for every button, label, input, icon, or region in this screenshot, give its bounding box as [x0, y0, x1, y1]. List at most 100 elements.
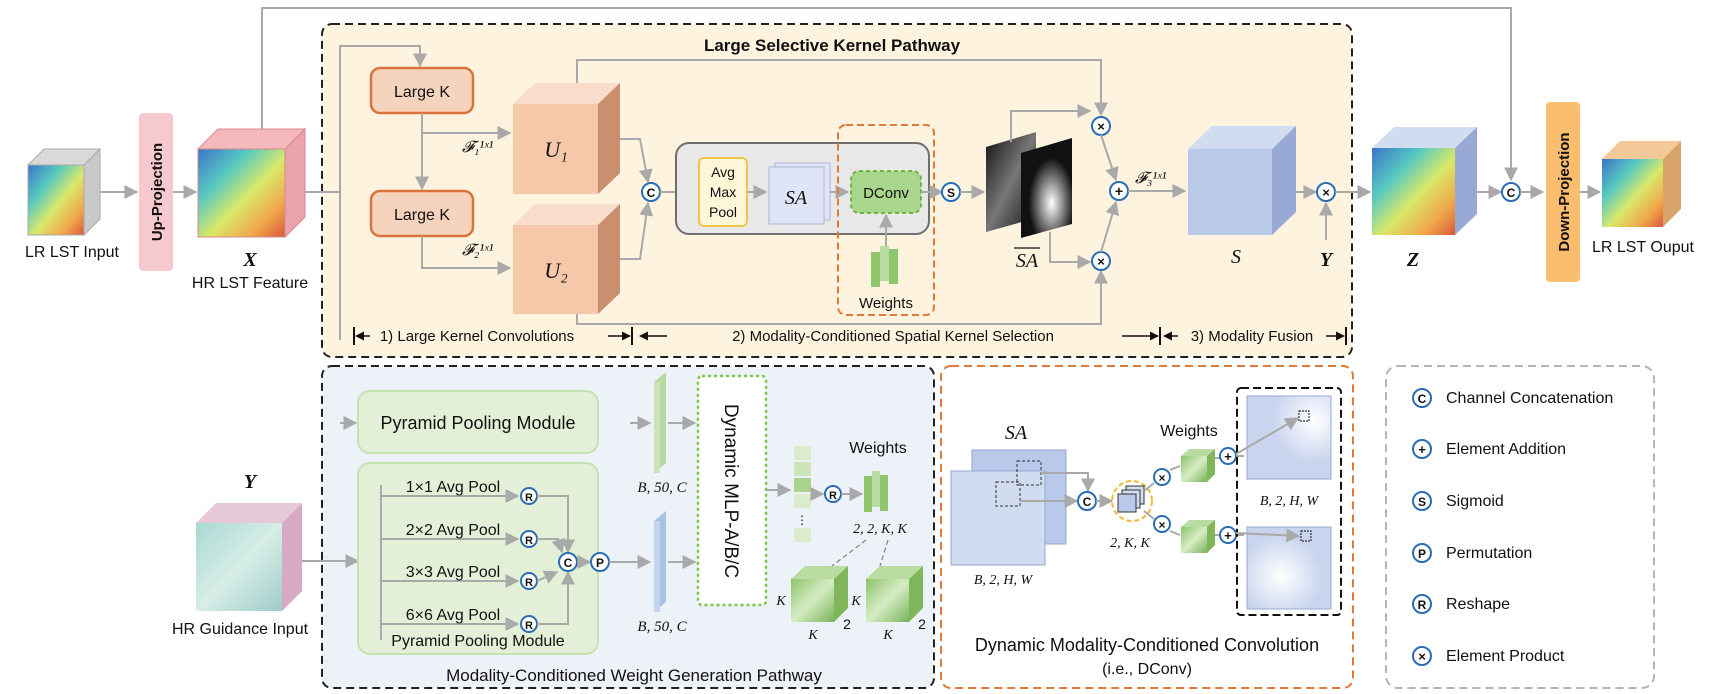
y-label-bottom: Y	[244, 471, 258, 493]
svg-text:⋮: ⋮	[796, 513, 808, 527]
section-1-label: 1) Large Kernel Convolutions	[380, 328, 574, 345]
k1-label: K	[775, 594, 786, 609]
legend-item-permutation: P Permutation	[1412, 543, 1532, 563]
product-op-bottom: ×	[1091, 251, 1111, 271]
u2-cube	[513, 204, 620, 314]
weights-icon-top	[871, 246, 898, 287]
section-2-label: 2) Modality-Conditioned Spatial Kernel S…	[732, 328, 1054, 345]
svg-text:C: C	[647, 186, 656, 200]
legend-label-concat: Channel Concatenation	[1446, 390, 1613, 407]
dconv-sa-label: SA	[1005, 422, 1028, 444]
s-cube	[1188, 126, 1296, 235]
legend-item-addition: + Element Addition	[1412, 439, 1566, 459]
svg-text:S: S	[947, 186, 955, 200]
legend-item-reshape: R Reshape	[1412, 594, 1510, 614]
zoom-line-1	[831, 539, 867, 567]
dconv-product-op-2: ×	[1153, 515, 1171, 533]
pool-row-4: 6×6 Avg Pool	[406, 607, 500, 624]
dim-top-label: B, 50, C	[637, 480, 687, 496]
large-k-1-label: Large K	[394, 84, 450, 101]
svg-text:R: R	[525, 577, 533, 589]
svg-text:+: +	[1224, 528, 1232, 543]
dconv-kernel-stack	[1117, 485, 1145, 513]
dconv-add-op-1: +	[1219, 447, 1237, 465]
concat-op-bottom: C	[558, 552, 578, 572]
weights-label-bottom: Weights	[849, 440, 907, 457]
svg-text:+: +	[1224, 449, 1232, 464]
pool-row-2: 2×2 Avg Pool	[406, 522, 500, 539]
section-markers	[353, 327, 1347, 345]
permute-op: P	[590, 552, 610, 572]
ppm-bottom-label: Pyramid Pooling Module	[391, 633, 565, 650]
dconv-kernel-highlight	[1111, 480, 1153, 522]
up-projection-bar	[139, 113, 173, 271]
dconv-add-op-2: +	[1219, 526, 1237, 544]
section-3-label: 3) Modality Fusion	[1191, 328, 1314, 345]
u1-cube	[513, 83, 620, 194]
weights-icon-bottom	[864, 471, 888, 512]
ppm-top-label: Pyramid Pooling Module	[380, 413, 575, 433]
dconv-dim-sa: B, 2, H, W	[974, 573, 1034, 588]
concat-op-right: C	[1501, 182, 1521, 202]
up-projection-label: Up-Projection	[149, 143, 166, 241]
sa-label: SA	[785, 187, 808, 209]
mlp-output-stack: ⋮	[794, 446, 811, 542]
dconv-panel-title-1: Dynamic Modality-Conditioned Convolution	[975, 635, 1319, 655]
legend-item-product: × Element Product	[1412, 646, 1565, 666]
zoom-line-2	[879, 539, 889, 567]
kernel-cube-1	[791, 566, 848, 622]
f3-label: 𝓕₃¹ˣ¹	[1135, 170, 1167, 187]
sa-tilde-maps	[986, 132, 1072, 238]
dconv-weight-cube-2	[1181, 520, 1215, 553]
dconv-output-map-1	[1246, 395, 1332, 480]
svg-text:P: P	[596, 556, 604, 570]
legend-label-permutation: Permutation	[1446, 545, 1532, 562]
svg-text:+: +	[1115, 183, 1123, 199]
svg-text:×: ×	[1158, 471, 1165, 485]
legend-label-sigmoid: Sigmoid	[1446, 493, 1504, 510]
legend-label-product: Element Product	[1446, 648, 1565, 665]
pool-label-1: Avg	[711, 164, 735, 180]
sa-block	[768, 162, 831, 225]
legend-symbol-product: ×	[1418, 649, 1426, 664]
svg-text:R: R	[525, 620, 533, 632]
pool-label-3: Pool	[709, 204, 737, 220]
dconv-highlight	[837, 124, 935, 316]
z-cube	[1372, 127, 1477, 235]
svg-text:×: ×	[1158, 518, 1165, 532]
pool-label-2: Max	[710, 184, 736, 200]
product-op-right: ×	[1316, 182, 1336, 202]
s-label: S	[1231, 246, 1241, 268]
u1-label: U₁	[544, 137, 568, 162]
legend-symbol-sigmoid: S	[1418, 495, 1426, 509]
svg-text:×: ×	[1097, 119, 1105, 134]
mlp-label: Dynamic MLP-A/B/C	[720, 404, 741, 578]
ppm-top-box	[357, 390, 599, 454]
kernel-cube-2	[866, 566, 923, 622]
two2-label: 2	[918, 616, 926, 632]
dconv-concat-op: C	[1077, 491, 1097, 511]
f1-label: 𝓕₁¹ˣ¹	[462, 139, 494, 156]
dconv-sa-stack	[950, 449, 1067, 566]
svg-text:C: C	[1083, 495, 1092, 509]
two1-label: 2	[843, 616, 851, 632]
svg-text:R: R	[525, 492, 533, 504]
dconv-output-frame	[1236, 387, 1342, 616]
legend-label-reshape: Reshape	[1446, 596, 1510, 613]
lr-output-cube	[1602, 141, 1681, 227]
k2-label: K	[807, 628, 818, 643]
dconv-dim-out: B, 2, H, W	[1260, 494, 1320, 509]
dconv-output-patch-2	[1300, 530, 1312, 542]
k3-label: K	[850, 594, 861, 609]
hr-feature-label: HR LST Feature	[192, 275, 308, 292]
down-projection-bar	[1546, 102, 1580, 282]
reshape-op-mlp: R	[824, 485, 842, 503]
dim-weights-label: 2, 2, K, K	[853, 522, 907, 537]
pool-row-3: 3×3 Avg Pool	[406, 564, 500, 581]
dconv-dim-kernel: 2, K, K	[1110, 536, 1150, 551]
sa-tilde-label: SA	[1016, 250, 1039, 272]
lr-input-cube	[26, 147, 102, 237]
svg-text:×: ×	[1097, 254, 1105, 269]
addition-op-top: +	[1109, 181, 1129, 201]
